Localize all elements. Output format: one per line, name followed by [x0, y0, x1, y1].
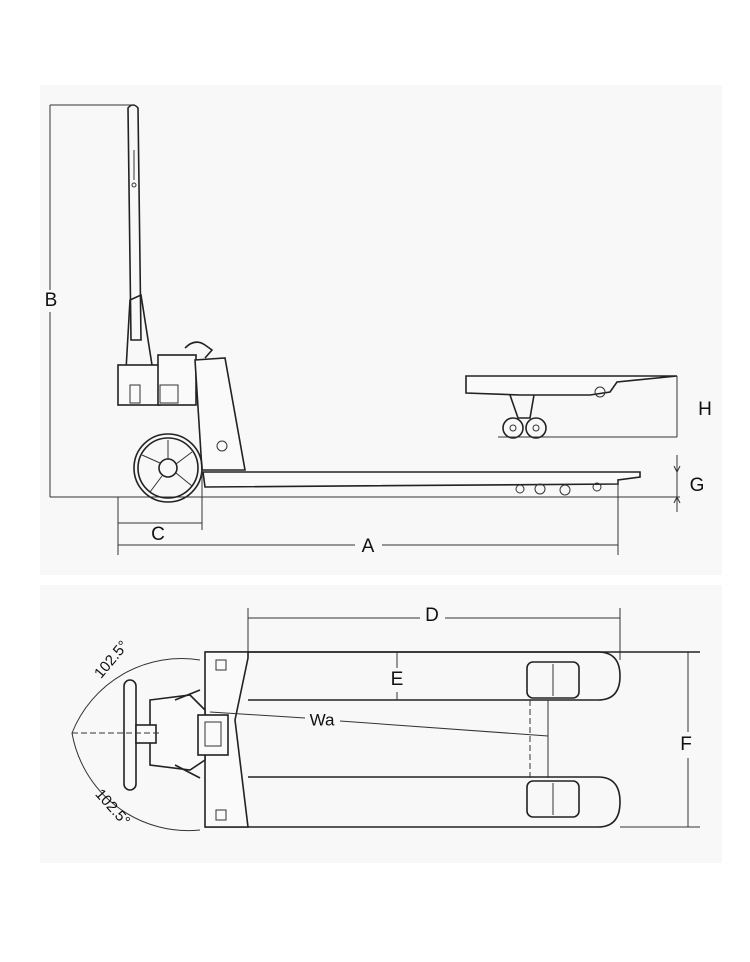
- label-d: D: [425, 605, 439, 626]
- label-e: E: [391, 669, 404, 690]
- label-f: F: [680, 734, 692, 755]
- dimension-wa-line-right: [339, 720, 549, 737]
- side-view: B: [44, 104, 712, 557]
- bolt: [215, 659, 227, 671]
- side-view-panel: [40, 85, 722, 575]
- dimension-wa-line-left: [209, 711, 306, 719]
- bolt: [215, 809, 227, 821]
- steer-wheel: [133, 433, 203, 503]
- fork-raised: [465, 375, 678, 439]
- label-a: A: [362, 536, 375, 557]
- load-rollers: [526, 661, 580, 818]
- label-h: H: [698, 399, 712, 420]
- label-bg: [44, 290, 58, 312]
- steering-unit: [123, 679, 229, 791]
- top-view: D 102.5° 102.5°: [71, 605, 700, 832]
- label-g: G: [690, 475, 705, 496]
- label-b: B: [45, 290, 58, 311]
- label-wa: Wa: [310, 710, 335, 729]
- pump-body: [117, 341, 246, 471]
- fork-upper: [248, 651, 621, 701]
- label-c: C: [151, 524, 165, 545]
- fork-lower: [205, 776, 621, 828]
